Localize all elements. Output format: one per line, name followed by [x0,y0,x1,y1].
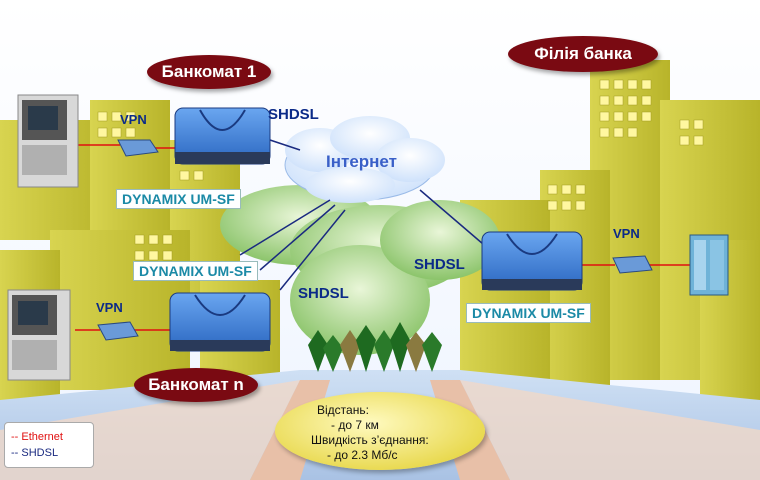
info-speed-label: Швидкість з’єднання: [311,433,429,447]
atm-1-title: Банкомат 1 [147,55,271,89]
info-speed-value: - до 2.3 Мб/с [327,448,398,462]
branch-title: Філія банка [508,36,658,72]
trees [308,322,442,372]
shdsl-label-top: SHDSL [268,106,319,123]
shdsl-links [239,139,491,291]
internet-label: Інтернет [326,152,397,171]
legend-ethernet: -- Ethernet [11,431,63,443]
vpn-label-top: VPN [120,112,147,127]
legend-shdsl: -- SHDSL [11,447,59,459]
server-icon [689,234,729,296]
shdsl-label-right: SHDSL [414,256,465,273]
dynamix-label-1: DYNAMIX UM-SF [116,189,241,209]
atm-n-icon [7,289,71,381]
atm-n-title: Банкомат n [134,368,258,402]
vpn-device-top-icon [117,139,159,157]
modem-bottom-icon [169,292,271,352]
info-distance-value: - до 7 км [331,418,379,432]
vpn-device-right-icon [612,255,653,274]
vpn-device-bottom-icon [97,321,139,341]
vpn-label-bottom: VPN [96,300,123,315]
dynamix-label-3: DYNAMIX UM-SF [466,303,591,323]
info-ellipse: Відстань: - до 7 км Швидкість з’єднання:… [275,392,485,470]
modem-top-icon [174,107,271,165]
dynamix-label-2: DYNAMIX UM-SF [133,261,258,281]
internet-cloud [284,116,445,203]
green-hills [220,185,500,355]
vpn-label-right: VPN [613,226,640,241]
shdsl-label-mid: SHDSL [298,285,349,302]
legend: -- Ethernet -- SHDSL [4,422,94,468]
atm-1-icon [17,94,79,188]
modem-right-icon [481,231,583,291]
info-distance-label: Відстань: [317,403,369,417]
